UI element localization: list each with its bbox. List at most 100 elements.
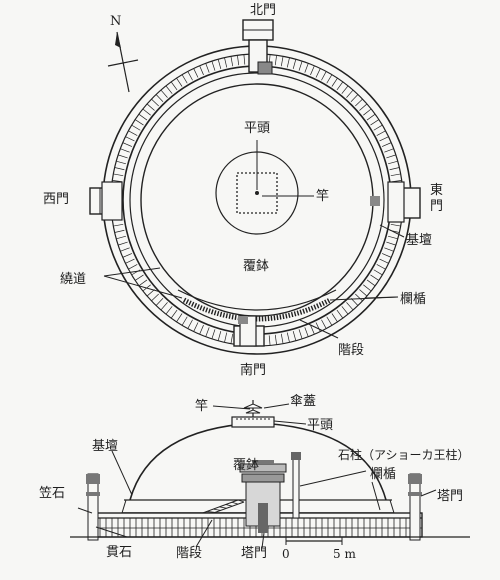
- railing-posts: [99, 518, 419, 537]
- railing-tick: [181, 316, 188, 326]
- ashoka-pillar: [291, 452, 301, 519]
- railing-tick: [230, 333, 234, 344]
- railing-tick: [125, 258, 135, 264]
- railing-tick: [350, 94, 359, 102]
- railing-tick: [315, 68, 321, 78]
- railing-tick: [386, 241, 396, 246]
- railing-tick: [116, 235, 126, 240]
- railing-tick: [359, 289, 368, 297]
- railing-tick: [331, 313, 338, 323]
- railing-tick: [363, 108, 372, 116]
- label-north-gate: 北門: [250, 3, 276, 18]
- railing-tick: [359, 103, 368, 111]
- railing-tick: [355, 293, 363, 302]
- railing-tick: [331, 77, 338, 87]
- railing-tick: [326, 74, 333, 84]
- railing-tick: [336, 309, 344, 319]
- label-path: 繞道: [60, 272, 86, 287]
- label-east-gate-1: 東: [430, 182, 443, 198]
- railing-tick: [193, 322, 199, 332]
- railing-tick: [346, 302, 354, 311]
- railing-tick: [176, 313, 183, 323]
- terrace-inner-circle: [129, 72, 385, 328]
- dome-circle: [140, 83, 374, 317]
- railing-tick: [217, 331, 222, 341]
- railing-tick: [366, 113, 376, 121]
- railing-tick: [341, 85, 349, 94]
- railing-tick: [122, 142, 133, 147]
- railing-tick: [274, 334, 277, 345]
- railing-tick: [370, 119, 380, 126]
- railing-tick: [155, 298, 164, 306]
- railing-tick: [370, 274, 380, 281]
- plan-view: N: [43, 3, 443, 378]
- railing-tick: [286, 57, 290, 68]
- railing-tick: [125, 136, 135, 142]
- railing-tick: [165, 306, 173, 315]
- south-gate: [233, 315, 265, 347]
- label-scale-zero: 0: [282, 547, 290, 561]
- railing-tick: [381, 253, 392, 258]
- railing-tick: [224, 57, 228, 68]
- outer-railing-circle: [102, 45, 412, 355]
- railing-tick: [193, 68, 199, 78]
- railing-tick: [128, 130, 138, 136]
- railing-tick: [384, 247, 394, 252]
- railing-tick: [146, 103, 155, 111]
- railing-tick: [165, 85, 173, 94]
- railing-tick: [160, 89, 168, 98]
- label-scale-five: 5 m: [333, 547, 356, 561]
- east-gate: [370, 181, 421, 223]
- railing-tick: [224, 332, 228, 343]
- railing-tick: [199, 65, 204, 76]
- elevation-view: 竿 傘蓋 平頭 基壇 覆鉢 石柱（アショーカ王柱） 欄楯 笠石 塔門 貫石 階段…: [39, 394, 470, 561]
- railing-tick: [321, 71, 327, 81]
- label-elev-harmika: 平頭: [307, 418, 333, 433]
- railing-tick: [120, 148, 130, 153]
- plan-leader-lines: [103, 140, 405, 339]
- railing-tick: [379, 136, 389, 142]
- label-terrace: 基壇: [406, 232, 432, 248]
- railing-tick: [211, 61, 216, 71]
- railing-tick: [128, 264, 138, 270]
- railing-tick: [363, 284, 372, 292]
- railing-tick: [376, 130, 386, 136]
- railing-tick: [160, 302, 168, 311]
- north-arrow-icon: [107, 31, 139, 93]
- label-elev-dome: 覆鉢: [233, 458, 259, 473]
- central-gateway: [239, 460, 287, 533]
- railing-tick: [298, 329, 303, 339]
- railing-tick: [116, 160, 126, 165]
- label-dome: 覆鉢: [243, 259, 269, 274]
- railing-tick: [142, 108, 151, 116]
- west-gate: [89, 181, 123, 221]
- railing-tick: [170, 309, 178, 319]
- railing-tick: [390, 173, 401, 177]
- railing-tick: [230, 56, 234, 67]
- railing-tick: [217, 59, 222, 69]
- railing-tick: [114, 229, 125, 233]
- label-east-gate-2: 門: [430, 199, 443, 214]
- label-elev-crossbar: 貫石: [106, 545, 132, 560]
- railing-tick: [376, 264, 386, 270]
- railing-tick: [386, 154, 396, 159]
- railing-tick: [211, 329, 216, 339]
- railing-tick: [243, 54, 246, 65]
- label-harmika: 平頭: [244, 121, 270, 136]
- label-elev-pillar: 石柱（アショーカ王柱）: [338, 447, 470, 462]
- railing-tick: [373, 269, 383, 276]
- railing-tick: [381, 142, 392, 147]
- railing-tick: [388, 160, 398, 165]
- railing-tick: [134, 119, 144, 126]
- railing-tick: [298, 61, 303, 71]
- railing-tick: [346, 89, 354, 98]
- north-gate: [242, 19, 274, 75]
- railing-tick: [205, 327, 210, 337]
- railing-tick: [176, 77, 183, 87]
- railing-tick: [384, 148, 394, 153]
- railing-tick: [274, 55, 277, 66]
- outer-railing-inner-circle: [110, 53, 404, 347]
- railing-tick: [341, 306, 349, 315]
- compass-label: N: [110, 14, 121, 29]
